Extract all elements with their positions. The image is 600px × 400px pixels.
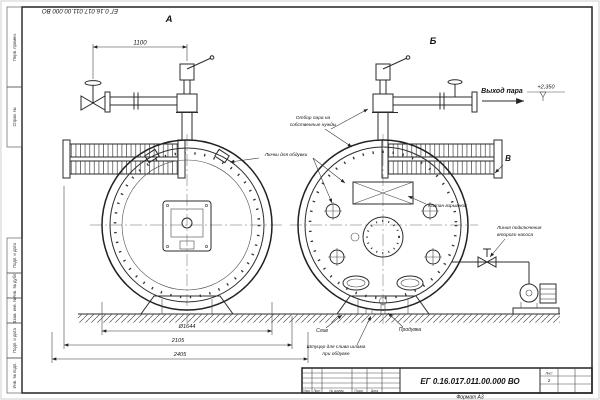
note-steam-own-line1: Отбор пара на <box>296 115 331 121</box>
elevation-value: +2,350 <box>537 85 555 91</box>
steam-piping-b <box>372 55 478 140</box>
pump-motor <box>539 283 557 304</box>
note-explosion-label: Клапан взрывной <box>428 202 467 209</box>
pump-assembly <box>452 248 560 315</box>
nozzle-3 <box>421 202 439 220</box>
dim-1100: 1100 <box>92 40 188 79</box>
view-label-v: В <box>505 154 511 163</box>
format-label: Формат А3 <box>456 395 484 400</box>
shell-front <box>101 139 273 311</box>
sheet-label: Лист <box>545 372 553 376</box>
note-steam-own-line2: собственные нужды <box>290 122 337 128</box>
rear-flange-bolts <box>308 150 458 300</box>
stamp-podp-data-1: Подп. и дата <box>12 242 17 267</box>
hand-valve-a <box>80 80 106 111</box>
note-drain-label: Слив <box>316 328 328 334</box>
dim-2105-value: 2105 <box>171 338 185 344</box>
dim-2105: 2105 <box>63 186 293 349</box>
blowdown-stub <box>379 297 387 314</box>
saddle-right <box>336 295 430 315</box>
note-blowdown-label: Продувка <box>399 327 421 333</box>
steam-outlet: Выход пара <box>481 87 524 105</box>
dim-2405: 2405 <box>51 332 309 363</box>
titleblock-izm: Изм. <box>303 389 310 393</box>
stamp-podp-data-2: Подп. и дата <box>12 327 17 352</box>
manhole <box>350 216 404 258</box>
titleblock-podp: Подп. <box>354 389 363 393</box>
elevation-mark: +2,350 <box>527 85 565 101</box>
stamp-perv-primen: Перв. примен. <box>12 33 17 61</box>
view-letters: А Б В <box>165 14 511 174</box>
note-blow-hatches: Лючки для обдувки <box>229 152 346 204</box>
front-flange-bolts <box>113 151 261 299</box>
handhole-right <box>396 275 424 291</box>
doc-number-top: ЕГ 0.16.017.011.00.000 ВО <box>42 7 118 14</box>
sludge-stub <box>365 308 373 315</box>
title-block: Изм. Лист № докум. Подп. Дата ЕГ 0.16.01… <box>301 367 593 394</box>
explosion-valve-hatch <box>352 181 414 205</box>
economizer-right <box>381 139 503 179</box>
elevation-icon <box>539 91 547 98</box>
steam-piping-a <box>80 55 215 140</box>
nozzle-1 <box>324 202 342 220</box>
view-label-b: Б <box>430 36 437 47</box>
steam-outlet-label: Выход пара <box>481 87 523 95</box>
doc-number: ЕГ 0.16.017.011.00.000 ВО <box>420 377 520 386</box>
pump-line-valve <box>477 248 497 268</box>
handhole-left <box>342 275 370 291</box>
dim-2405-value: 2405 <box>173 352 187 358</box>
note-blowdown: Продувка <box>387 312 421 333</box>
stamp-vzam-inv: Взам. инв. № <box>12 297 17 323</box>
dim-diameter-value: Ø1644 <box>178 324 196 330</box>
stamp-sprav-no: Справ. № <box>12 107 17 127</box>
handwheel-icon <box>84 80 102 86</box>
note-pump-line1: Линия подключения <box>496 225 542 231</box>
pump-base <box>512 307 560 315</box>
safety-valve-b <box>375 55 411 94</box>
handwheel-icon <box>447 79 463 85</box>
safety-valve-a <box>179 55 215 94</box>
dim-1100-value: 1100 <box>133 40 147 47</box>
nozzle-4 <box>424 248 442 266</box>
note-pump-line: Линия подключения второго насоса <box>489 225 542 258</box>
shell-rear <box>297 139 469 311</box>
view-a-front: 1100 <box>80 40 284 324</box>
note-blow-hatches-label: Лючки для обдувки <box>264 152 308 158</box>
note-sludge-fitting: Штуцер для слива шлама при обдувке <box>307 315 372 357</box>
note-pump-line2: второго насоса <box>497 233 533 238</box>
front-door <box>162 200 212 252</box>
left-stamp-column: Перв. примен. Справ. № Подп. и дата Инв.… <box>6 6 23 394</box>
saddle-left <box>140 295 234 315</box>
dim-diameter: Ø1644 <box>101 302 273 335</box>
pump-volute <box>519 283 539 303</box>
titleblock-ndokum: № докум. <box>330 389 345 393</box>
nozzle-2 <box>328 248 346 266</box>
outlet-valve <box>447 79 463 97</box>
blow-hatch-right <box>214 148 230 164</box>
titleblock-data: Дата <box>371 389 379 393</box>
stamp-inv-dubl: Инв. № дубл. <box>12 273 17 299</box>
blow-hatch-left <box>144 148 160 164</box>
titleblock-list: Лист <box>313 389 321 393</box>
note-drain: Слив <box>316 314 343 334</box>
stamp-inv-podl: Инв. № подл. <box>12 362 17 388</box>
note-sludge-line2: при обдувке <box>322 351 349 357</box>
ground-line <box>78 313 560 323</box>
note-explosion-valve: Клапан взрывной <box>407 195 467 209</box>
view-label-a: А <box>165 14 173 25</box>
note-sludge-line1: Штуцер для слива шлама <box>307 344 366 350</box>
note-steam-own-needs: Отбор пара на собственные нужды <box>290 108 369 148</box>
view-b-rear: Выход пара +2,350 <box>290 55 565 324</box>
sheet-value: 2 <box>548 378 551 383</box>
